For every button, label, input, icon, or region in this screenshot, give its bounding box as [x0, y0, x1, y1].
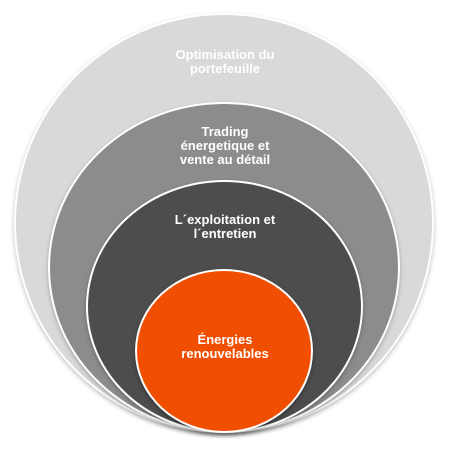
renewable-energies-label: Énergies renouvelables — [181, 332, 269, 361]
energy-trading-retail-label: Trading énergetique et vente au détail — [179, 124, 271, 167]
portfolio-optimisation-label: Optimisation du portefeuille — [175, 47, 275, 76]
renewable-energies-circle — [135, 269, 313, 433]
operation-maintenance-label: L´exploitation et l´entretien — [174, 212, 276, 241]
